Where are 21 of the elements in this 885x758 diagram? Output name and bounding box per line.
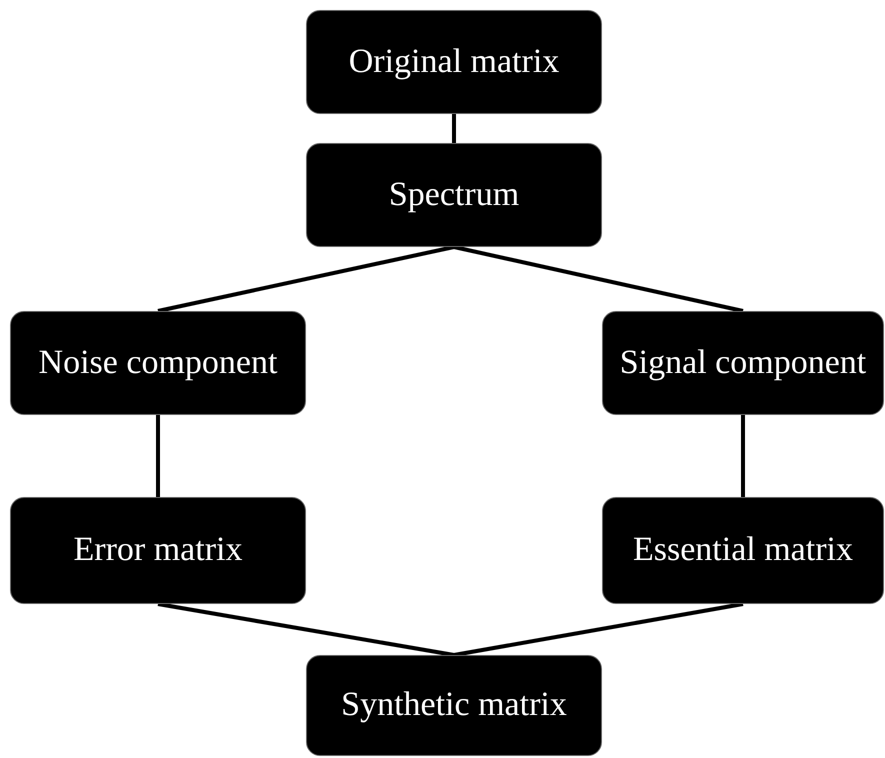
connector-line <box>454 602 744 657</box>
process-box <box>306 10 602 114</box>
process-box <box>602 497 884 604</box>
box-label: Synthetic matrix <box>340 685 568 726</box>
process-box <box>306 655 602 756</box>
process-box <box>306 143 602 247</box>
box-label: Essential matrix <box>632 530 854 570</box>
connector-line <box>741 415 745 497</box>
box-label: Signal component <box>618 342 868 383</box>
connector-line <box>158 602 454 657</box>
process-box <box>10 311 306 415</box>
box-label: Noise component <box>38 342 278 383</box>
connector-line <box>158 245 454 313</box>
box-label: Spectrum <box>388 174 520 215</box>
process-box <box>602 311 884 415</box>
box-label: Error matrix <box>72 530 244 570</box>
connector-line <box>454 245 744 313</box>
connector-line <box>452 114 456 143</box>
process-box <box>10 497 306 604</box>
box-label: Original matrix <box>348 42 560 82</box>
connector-line <box>156 415 160 497</box>
